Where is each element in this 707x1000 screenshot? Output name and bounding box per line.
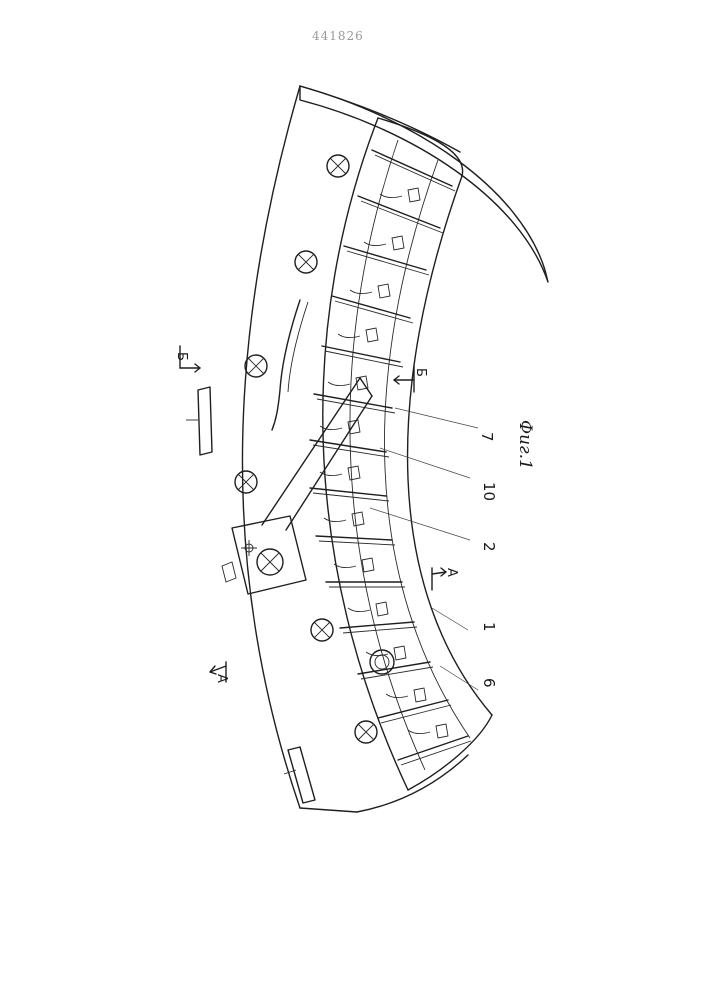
cross-bar-edge xyxy=(325,351,403,367)
carrier-block xyxy=(392,236,404,250)
cross-bar xyxy=(378,700,448,718)
carrier-arm xyxy=(328,382,350,386)
support-wheel-cross xyxy=(314,622,330,638)
carrier-block xyxy=(414,688,426,702)
outer-frame xyxy=(242,86,548,812)
document-number: 441826 xyxy=(312,29,364,43)
cross-bar xyxy=(358,196,440,228)
carrier-arm xyxy=(338,334,360,338)
carrier-block xyxy=(378,284,390,298)
svg-text:А: А xyxy=(444,568,459,577)
cross-bar-edge xyxy=(335,301,413,323)
callout-labels: 7 10 2 1 6 xyxy=(478,432,498,688)
cross-bar-edge xyxy=(347,251,429,275)
carrier-arm xyxy=(324,518,346,522)
carrier-block xyxy=(408,188,420,202)
svg-text:Б: Б xyxy=(413,368,428,377)
cross-bar-edge xyxy=(313,493,389,501)
callout-6: 6 xyxy=(480,678,498,688)
support-wheel-hub xyxy=(375,655,389,669)
drive-unit xyxy=(222,516,306,594)
cross-bar-edge xyxy=(319,541,395,545)
support-wheel-cross xyxy=(358,724,374,740)
cross-bar xyxy=(344,246,426,270)
cross-bar xyxy=(316,536,392,540)
svg-text:Б: Б xyxy=(174,352,189,361)
cross-bar xyxy=(332,296,410,318)
carrier-block xyxy=(362,558,374,572)
carrier-arm xyxy=(408,730,430,734)
support-wheel-cross xyxy=(248,358,264,374)
connecting-rail xyxy=(272,300,300,430)
callout-leaders xyxy=(370,408,478,690)
carrier-arm xyxy=(380,194,402,198)
cross-bars xyxy=(310,150,471,765)
cross-bar-edge xyxy=(361,201,443,233)
carrier-block xyxy=(376,602,388,616)
section-marker-a-left: А xyxy=(210,662,229,683)
carrier-block xyxy=(348,466,360,480)
section-marker-b-top: Б xyxy=(174,346,200,372)
carrier-arm xyxy=(386,694,408,698)
callout-1: 1 xyxy=(480,622,498,632)
carrier-block xyxy=(394,646,406,660)
carrier-block xyxy=(436,724,448,738)
connecting-rail-inner xyxy=(288,302,308,392)
cross-bar xyxy=(372,150,452,186)
carrier-block xyxy=(366,328,378,342)
carrier-block xyxy=(352,512,364,526)
cross-bar xyxy=(322,346,400,362)
callout-10: 10 xyxy=(480,482,498,501)
figure-caption: Фиг.1 xyxy=(515,420,535,470)
cross-bar xyxy=(340,622,414,628)
callout-2: 2 xyxy=(480,542,498,552)
cross-bar xyxy=(310,488,386,496)
carrier-arm xyxy=(334,564,356,568)
carrier-arm xyxy=(364,242,386,246)
carrier-arm xyxy=(348,608,370,612)
carrier-arm xyxy=(350,290,372,294)
support-wheel-cross xyxy=(238,474,254,490)
support-wheel-cross xyxy=(330,158,346,174)
section-marker-a-right: А xyxy=(432,568,459,590)
cross-bar-edge xyxy=(343,627,417,633)
svg-text:А: А xyxy=(214,674,229,683)
support-wheel-cross xyxy=(298,254,314,270)
callout-7: 7 xyxy=(478,432,496,442)
